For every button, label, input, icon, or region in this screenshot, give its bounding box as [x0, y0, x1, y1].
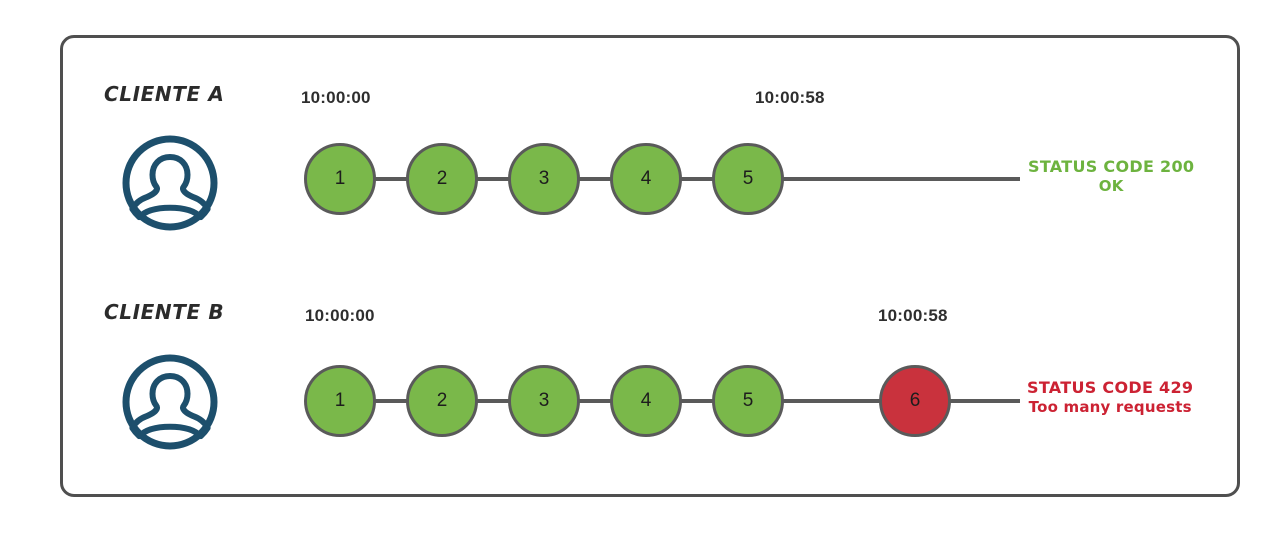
timestamp-start-b: 10:00:00 [305, 306, 375, 325]
status-code-a: STATUS CODE 200 [1028, 157, 1195, 176]
client-label-a: CLIENTE A [104, 82, 225, 106]
request-node-rate-limited[interactable]: 6 [879, 365, 951, 437]
client-label-b: CLIENTE B [104, 300, 225, 324]
timestamp-end-b: 10:00:58 [878, 306, 948, 325]
request-node[interactable]: 2 [406, 365, 478, 437]
timestamp-end-a: 10:00:58 [755, 88, 825, 107]
request-node[interactable]: 3 [508, 143, 580, 215]
user-avatar-icon [120, 133, 220, 238]
status-text-b: Too many requests [1028, 398, 1192, 416]
request-node[interactable]: 4 [610, 365, 682, 437]
request-node[interactable]: 5 [712, 365, 784, 437]
user-avatar-icon [120, 352, 220, 457]
request-node[interactable]: 1 [304, 365, 376, 437]
request-node[interactable]: 3 [508, 365, 580, 437]
request-node[interactable]: 1 [304, 143, 376, 215]
status-text-a: OK [1098, 177, 1124, 195]
request-node[interactable]: 4 [610, 143, 682, 215]
request-node[interactable]: 5 [712, 143, 784, 215]
request-node[interactable]: 2 [406, 143, 478, 215]
status-code-b: STATUS CODE 429 [1027, 378, 1194, 397]
timestamp-start-a: 10:00:00 [301, 88, 371, 107]
status-badge-b: STATUS CODE 429 Too many requests [1027, 378, 1193, 417]
status-badge-a: STATUS CODE 200 OK [1028, 157, 1194, 196]
